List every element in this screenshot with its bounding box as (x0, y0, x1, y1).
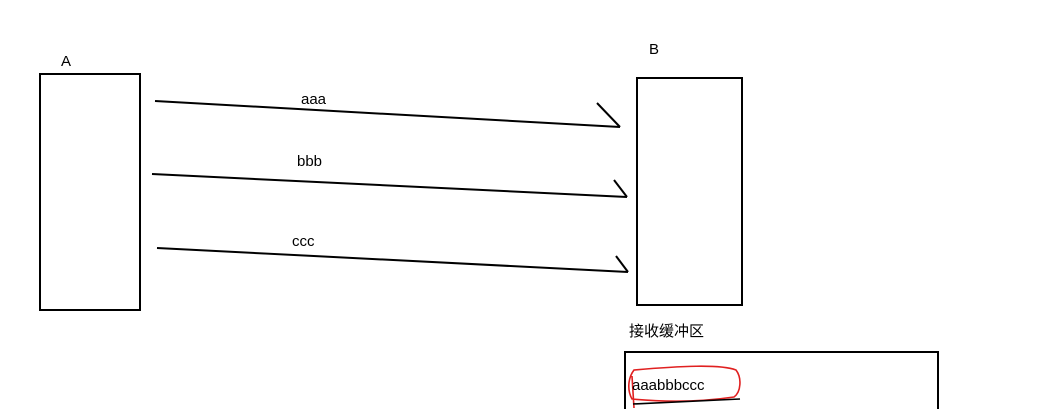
receive-buffer-content: aaabbbccc (632, 377, 705, 394)
node-b: B (636, 41, 743, 306)
message-arrow-1-head (596, 102, 621, 128)
node-b-box (636, 77, 743, 306)
message-arrow-3: ccc (156, 233, 629, 273)
message-label-1: aaa (301, 91, 327, 108)
receive-buffer-title: 接收缓冲区 (629, 323, 704, 340)
receive-buffer-box (624, 351, 939, 409)
node-a-label: A (61, 53, 71, 70)
message-arrow-2-line (151, 173, 628, 198)
message-arrow-2: bbb (151, 153, 628, 198)
receive-buffer-underline (632, 398, 741, 405)
message-label-2: bbb (297, 153, 322, 170)
message-label-3: ccc (292, 233, 315, 250)
message-arrow-2-head (613, 179, 628, 198)
message-arrow-3-line (156, 247, 629, 273)
message-arrow-1: aaa (154, 91, 621, 128)
node-a: A (39, 53, 141, 311)
message-arrow-1-line (154, 100, 621, 128)
receive-buffer: 接收缓冲区 aaabbbccc (624, 323, 939, 409)
node-b-label: B (649, 41, 659, 58)
node-a-box (39, 73, 141, 311)
receive-buffer-highlight (628, 365, 741, 409)
message-arrow-3-head (615, 255, 629, 273)
